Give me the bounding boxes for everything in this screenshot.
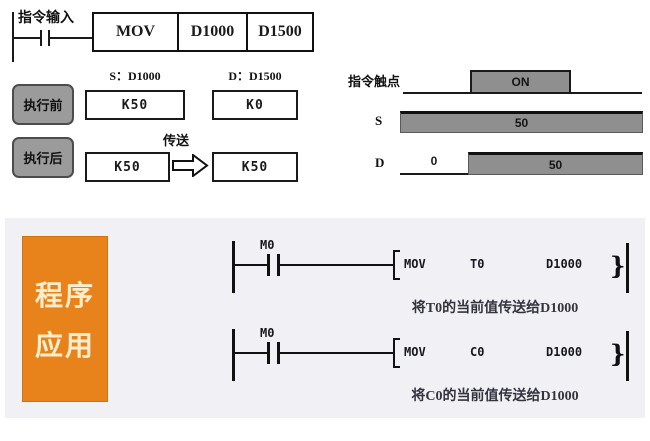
rung-wire-segment (280, 352, 395, 354)
instruction-dst-cell: D1500 (246, 14, 312, 50)
rung-op-label: MOV (404, 345, 426, 359)
close-bracket: } (610, 251, 626, 280)
contact-baseline-before (403, 92, 470, 94)
timing-d-baseline (400, 173, 468, 175)
instruction-input-label: 指令输入 (18, 9, 74, 25)
badge-text-line2: 应用 (34, 330, 95, 361)
rung-wire-segment (234, 352, 267, 354)
transfer-label: 传送 (163, 133, 190, 148)
timing-d-bar: 50 (468, 152, 643, 175)
rung-dst-label: D1000 (546, 257, 583, 271)
rung-op-label: MOV (404, 257, 426, 271)
contact-bar-right (48, 30, 50, 46)
rung-caption: 将T0的当前值传送给D1000 (411, 301, 579, 316)
contact-bar-left (40, 30, 42, 46)
source-register-label: S：D1000 (109, 69, 161, 83)
timing-s-label: S (375, 113, 383, 128)
source-value-before: K50 (85, 90, 185, 120)
close-bracket: } (610, 339, 626, 368)
dest-value-after: K50 (212, 152, 298, 182)
ladder-wire-segment (13, 37, 40, 39)
contact-name-label: M0 (260, 238, 275, 252)
timing-d-before-value: 0 (430, 154, 438, 168)
program-application-panel (5, 218, 645, 418)
contact-bar-right (277, 254, 280, 276)
instruction-src-cell: D1000 (177, 14, 246, 50)
dest-value-before: K0 (212, 90, 298, 120)
rung-right-rail (626, 243, 629, 293)
rung-wire-segment (280, 264, 395, 266)
contact-bar-left (267, 342, 270, 364)
instruction-table: MOV D1000 D1500 (92, 12, 314, 52)
contact-on-pulse: ON (470, 70, 571, 94)
contact-name-label: M0 (260, 326, 275, 340)
contact-bar-right (277, 342, 280, 364)
transfer-arrow-icon (172, 154, 209, 177)
rung-src-label: C0 (470, 345, 485, 359)
program-application-badge: 程序 应用 (22, 236, 108, 402)
rung-left-rail (232, 329, 235, 381)
rung-right-rail (626, 331, 629, 381)
after-execution-button: 执行后 (12, 137, 74, 178)
rung-dst-label: D1000 (546, 345, 583, 359)
ladder-rung-2: M0 MOV C0 D1000 } 将C0的当前值传送给D1000 (0, 325, 650, 413)
contact-baseline-after (567, 92, 642, 94)
rung-wire-segment (234, 264, 267, 266)
ladder-rung-1: M0 MOV T0 D1000 } 将T0的当前值传送给D1000 (0, 237, 650, 325)
before-execution-button: 执行前 (12, 84, 74, 125)
rung-left-rail (232, 241, 235, 293)
dest-register-label: D：D1500 (228, 69, 282, 83)
open-bracket (393, 250, 400, 280)
timing-d-label: D (375, 155, 385, 170)
timing-s-bar: 50 (400, 111, 643, 133)
instruction-op-cell: MOV (94, 14, 177, 50)
instruction-contact-label: 指令触点 (348, 74, 401, 89)
rung-src-label: T0 (470, 257, 485, 271)
badge-text-line1: 程序 (34, 280, 95, 311)
contact-bar-left (267, 254, 270, 276)
open-bracket (393, 338, 400, 368)
rung-caption: 将C0的当前值传送给D1000 (411, 389, 579, 404)
ladder-wire-segment (50, 37, 92, 39)
source-value-after: K50 (85, 152, 170, 182)
